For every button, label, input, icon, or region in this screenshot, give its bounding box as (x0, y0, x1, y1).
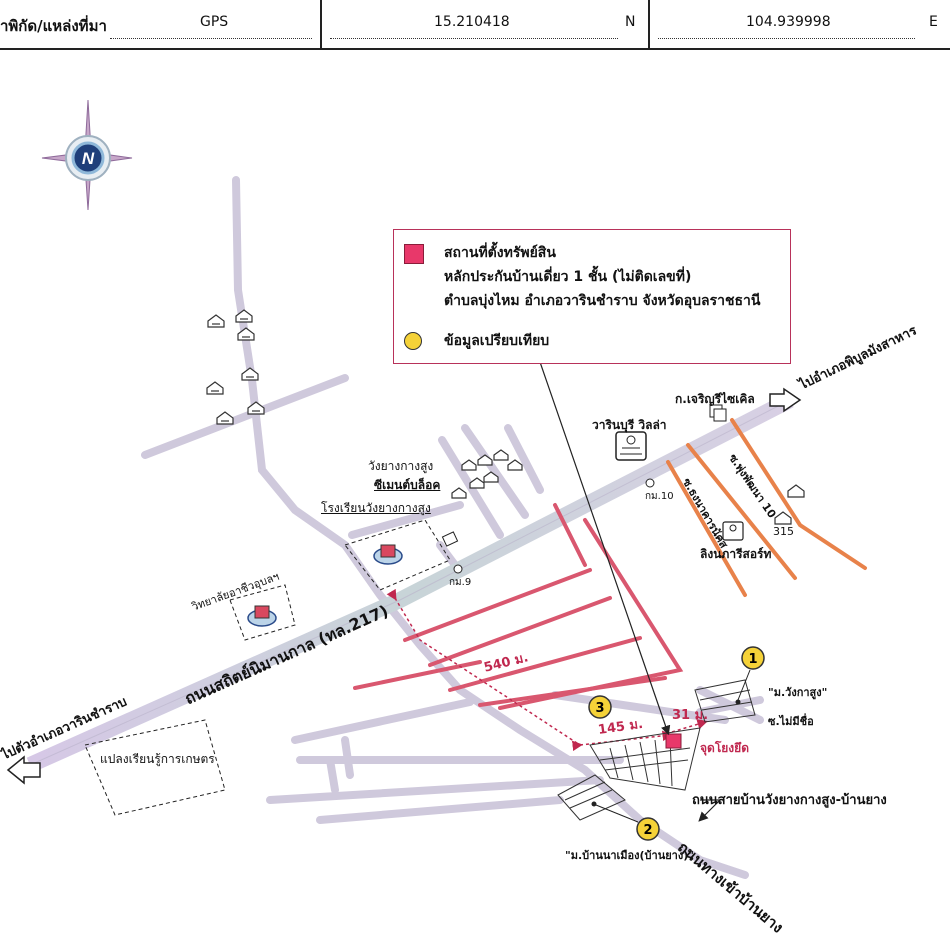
header-label-cell: าพิกัด/แหล่งที่มา GPS (0, 0, 322, 48)
header-lon-cell: 104.939998 E (650, 0, 950, 48)
house-icon (241, 367, 259, 381)
school-label: โรงเรียนวังยางกางสูง (321, 501, 431, 515)
no-name-soi-label: ซ.ไม่มีชื่อ (768, 715, 814, 728)
legend-line3: ตำบลบุ่งไหม อำเภอวารินชำราบ จังหวัดอุบลร… (444, 293, 761, 309)
house-icon (216, 411, 234, 425)
header-lat-cell: 15.210418 N (322, 0, 650, 48)
house-icon (774, 511, 792, 525)
school-icon (373, 544, 403, 565)
house-icon (469, 477, 485, 489)
house-icon (507, 459, 523, 471)
longitude-value: 104.939998 (746, 14, 831, 30)
legend-title: สถานที่ตั้งทรัพย์สิน (444, 245, 556, 261)
house-icon (207, 314, 225, 328)
distance-lines (386, 588, 708, 752)
distance-31: 31 ม. (672, 708, 709, 723)
farm-label: แปลงเรียนรู้การเกษตร (100, 752, 215, 766)
house-icon (235, 309, 253, 323)
coordinate-header: าพิกัด/แหล่งที่มา GPS 15.210418 N 104.93… (0, 0, 950, 50)
cement-label: ซีเมนต์บล็อค (374, 478, 441, 492)
recycle-label: ก.เจริญรีไซเคิล (675, 392, 755, 406)
header-divider (110, 38, 312, 39)
property-marker (665, 733, 682, 749)
header-source: GPS (200, 14, 229, 30)
house-icon (237, 327, 255, 341)
comparable-1-village: "ม.วังกาสูง" (768, 686, 828, 699)
factory-icon (441, 531, 459, 547)
dashed-boxes (84, 519, 451, 816)
compass-letter: N (82, 149, 95, 168)
arrow-left-icon (6, 755, 41, 785)
house-icon (477, 454, 493, 466)
legend-leader-line (539, 361, 671, 736)
comparable-legend-swatch (404, 332, 422, 350)
reference-point-label: จุดโยงยึด (700, 741, 749, 755)
resort-icon (722, 521, 744, 541)
house-icon (247, 401, 265, 415)
comparable-marker-3: 3 (588, 695, 612, 719)
comparable-marker-1: 1 (735, 646, 765, 705)
legend-compare: ข้อมูลเปรียบเทียบ (444, 333, 550, 349)
arrow-right-icon (769, 387, 802, 413)
longitude-unit: E (929, 14, 938, 30)
house-icon (206, 381, 224, 395)
side-road-label: ถนนสายบ้านวังยางกางสูง-บ้านยาง (692, 793, 887, 808)
house-icon (787, 484, 805, 498)
property-legend-swatch (404, 244, 424, 264)
km10-label: กม.10 (645, 491, 674, 502)
milestone-icon (453, 478, 655, 574)
resort-label: ลิงนภารีสอร์ท (700, 547, 772, 561)
house-icon (461, 459, 477, 471)
comparable-number: 1 (748, 652, 757, 667)
comparable-number: 2 (643, 823, 652, 838)
recycle-icon (709, 404, 727, 422)
header-divider (330, 38, 618, 39)
house-icon (451, 487, 467, 499)
latitude-unit: N (625, 14, 636, 30)
house-icon (493, 449, 509, 461)
comparable-number: 3 (595, 701, 604, 716)
legend-box: สถานที่ตั้งทรัพย์สิน หลักประกันบ้านเดี่ย… (393, 229, 791, 364)
villa-label: วารินบุรี วิลล่า (592, 418, 667, 432)
orange-soi-roads (666, 418, 867, 597)
wangyang-label: วังยางกางสูง (368, 459, 434, 473)
house-icon (483, 471, 499, 483)
header-label: าพิกัด/แหล่งที่มา (0, 17, 107, 35)
header-divider (658, 38, 915, 39)
latitude-value: 15.210418 (434, 14, 510, 30)
legend-line2: หลักประกันบ้านเดี่ยว 1 ชั้น (ไม่ติดเลขที… (444, 269, 692, 285)
hotel-icon (615, 431, 647, 461)
house-icons (206, 309, 805, 525)
house-315-label: 315 (773, 525, 794, 538)
college-icon (247, 605, 277, 627)
side-road-arrow (698, 799, 722, 822)
comparable-marker-2: 2 (591, 801, 660, 841)
location-map: N (6, 99, 867, 879)
minor-roads (141, 176, 764, 879)
km9-label: กม.9 (449, 577, 472, 588)
comparable-2-village: "ม.บ้านนาเมือง(บ้านยาง)" (565, 849, 694, 862)
compass-rose-icon: N (41, 99, 133, 211)
